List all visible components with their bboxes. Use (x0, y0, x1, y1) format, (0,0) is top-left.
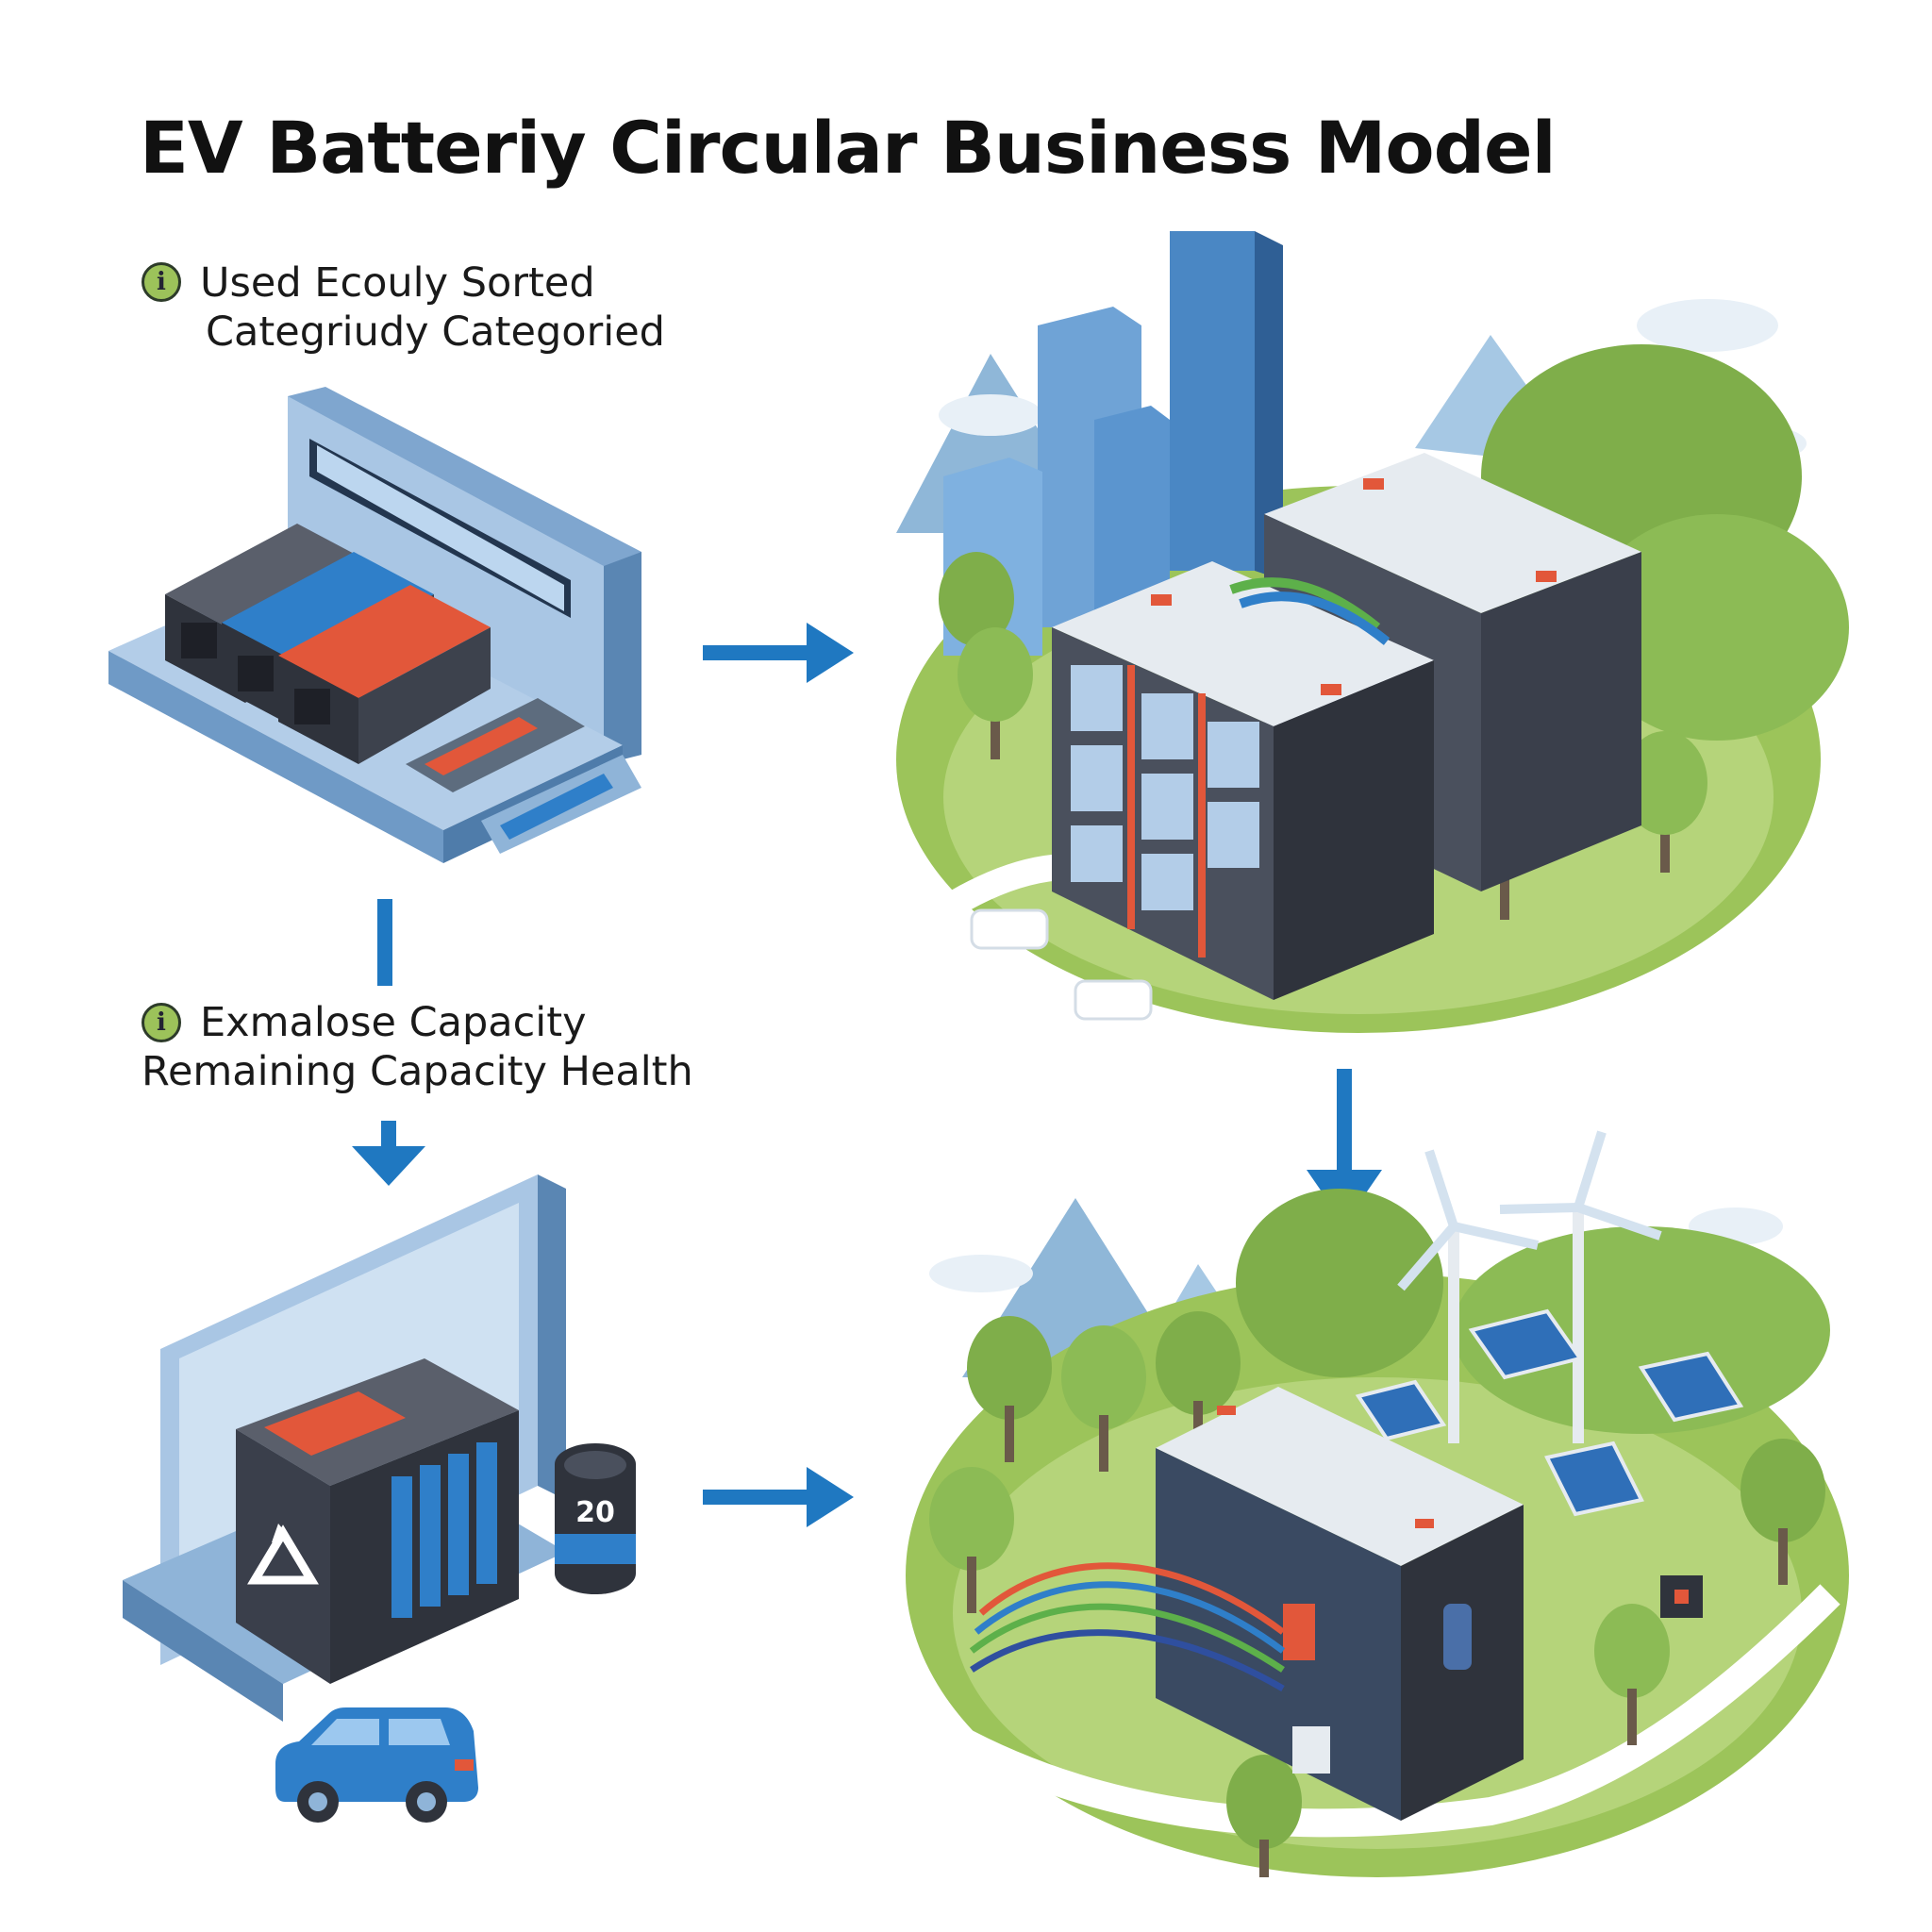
step-2-line2: Remaining Capacity Health (142, 1048, 693, 1095)
step-1-note: Used Ecouly Sorted Categriudy Categoried (200, 258, 665, 357)
skyscraper (943, 231, 1283, 656)
tree-icon (929, 1311, 1825, 1877)
storage-container-hub (1156, 1387, 1524, 1821)
renewable-energy-hub (897, 1130, 1849, 1877)
arrow-right-icon (703, 1467, 854, 1527)
module-label: 20 (575, 1496, 615, 1529)
arrow-right-icon (703, 623, 854, 683)
city-energy-storage (896, 231, 1849, 1033)
battery-pack-red (278, 585, 491, 764)
diagram-title: EV Batteriy Circular Business Model (140, 106, 1557, 190)
wind-turbine-icon (1397, 1130, 1662, 1443)
step-1-line2: Categriudy Categoried (206, 308, 665, 356)
solar-panel-icon (1355, 1308, 1744, 1517)
arrow-down-icon (377, 899, 392, 986)
arrow-down-icon (352, 1121, 425, 1186)
refurbishment-station (123, 1174, 566, 1722)
step-2-note: Exmalose Capacity (200, 998, 587, 1047)
info-icon: i (142, 1003, 181, 1042)
module-band (555, 1534, 636, 1564)
step-1-line1: Used Ecouly Sorted (200, 259, 595, 307)
step-2-line1: Exmalose Capacity (200, 999, 587, 1046)
recycle-icon (247, 1524, 319, 1585)
battery-module (236, 1358, 519, 1684)
storage-container-front (1052, 561, 1434, 1000)
module-cylinder: 20 (555, 1443, 636, 1594)
info-icon: i (142, 262, 181, 302)
module-cylinder-top (564, 1451, 626, 1479)
sorting-facility (108, 387, 641, 863)
car-icon (275, 1707, 478, 1823)
